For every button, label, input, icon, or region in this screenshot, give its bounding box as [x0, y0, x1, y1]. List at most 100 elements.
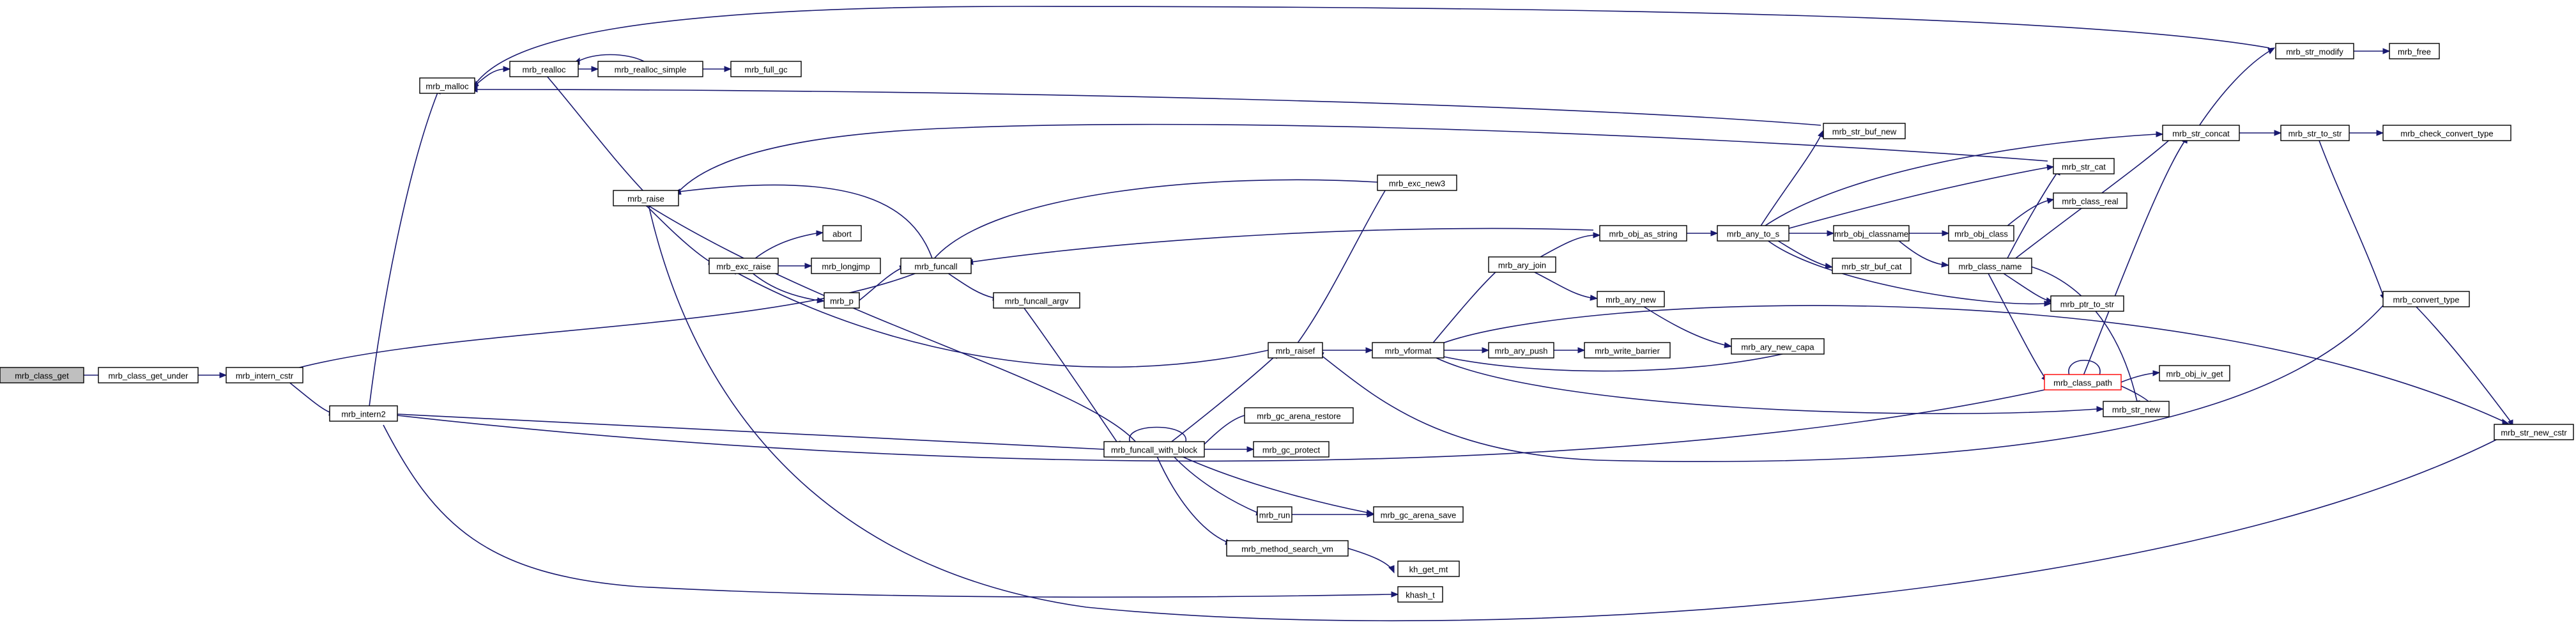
node-ptr-to-str[interactable]: mrb_ptr_to_str [2050, 295, 2124, 312]
node-ary-new-capa[interactable]: mrb_ary_new_capa [1731, 338, 1825, 355]
edge [1156, 454, 1227, 543]
node-class-get-under[interactable]: mrb_class_get_under [98, 367, 199, 383]
arrowhead [1724, 342, 1733, 348]
edge [932, 179, 1378, 261]
edge [1430, 355, 2097, 414]
node-box [2280, 125, 2350, 141]
node-label: mrb_ary_new_capa [1741, 343, 1814, 352]
node-label: mrb_raise [627, 194, 664, 204]
node-str-concat[interactable]: mrb_str_concat [2162, 125, 2240, 141]
node-realloc-simple[interactable]: mrb_realloc_simple [597, 61, 703, 77]
node-ary-join[interactable]: mrb_ary_join [1488, 256, 1556, 273]
node-label: mrb_funcall_argv [1005, 297, 1069, 306]
node-str-new[interactable]: mrb_str_new [2103, 401, 2170, 417]
node-realloc[interactable]: mrb_realloc [509, 61, 579, 77]
node-class-get[interactable]: mrb_class_get [0, 367, 84, 383]
node-method-search-vm[interactable]: mrb_method_search_vm [1226, 540, 1349, 557]
node-box [597, 61, 703, 77]
arrowhead [2046, 197, 2055, 204]
node-khash-t[interactable]: khash_t [1397, 586, 1443, 603]
node-box [1823, 123, 1906, 139]
arrowhead [1827, 230, 1835, 236]
node-str-modify[interactable]: mrb_str_modify [2275, 43, 2354, 59]
node-box [1268, 342, 1323, 359]
node-box [2159, 365, 2230, 382]
arrowhead [503, 66, 511, 72]
node-box [1372, 342, 1445, 359]
node-box [613, 190, 679, 206]
node-intern2[interactable]: mrb_intern2 [329, 405, 398, 422]
node-box [2275, 43, 2354, 59]
node-gc-arena-restore[interactable]: mrb_gc_arena_restore [1244, 407, 1354, 424]
node-obj-classname[interactable]: mrb_obj_classname [1833, 225, 1910, 242]
node-exc-raise[interactable]: mrb_exc_raise [709, 258, 779, 274]
node-funcall-argv[interactable]: mrb_funcall_argv [993, 292, 1080, 309]
node-str-buf-cat[interactable]: mrb_str_buf_cat [1832, 258, 1912, 274]
node-str-buf-new[interactable]: mrb_str_buf_new [1823, 123, 1906, 139]
node-gc-arena-save[interactable]: mrb_gc_arena_save [1373, 506, 1464, 523]
edge [1766, 239, 2045, 305]
node-funcall[interactable]: mrb_funcall [900, 258, 972, 274]
edge [1641, 305, 1726, 346]
node-obj-as-string[interactable]: mrb_obj_as_string [1599, 225, 1687, 242]
node-ary-push[interactable]: mrb_ary_push [1488, 342, 1554, 359]
arrowhead [2274, 130, 2282, 136]
node-kh-get-mt[interactable]: kh_get_mt [1397, 561, 1460, 577]
node-str-to-str[interactable]: mrb_str_to_str [2280, 125, 2350, 141]
node-class-real[interactable]: mrb_class_real [2053, 192, 2128, 209]
node-obj-class[interactable]: mrb_obj_class [1948, 225, 2014, 242]
arrowhead [816, 297, 825, 304]
node-box [509, 61, 579, 77]
node-funcall-with-block[interactable]: mrb_funcall_with_block [1103, 441, 1205, 458]
node-label: mrb_full_gc [744, 65, 788, 75]
node-write-barrier[interactable]: mrb_write_barrier [1584, 342, 1671, 359]
node-box [2382, 125, 2511, 141]
edge [646, 204, 1138, 444]
node-intern-cstr[interactable]: mrb_intern_cstr [226, 367, 303, 383]
node-longjmp[interactable]: mrb_longjmp [811, 258, 881, 274]
node-exc-new3[interactable]: mrb_exc_new3 [1377, 174, 1457, 191]
node-class-path[interactable]: mrb_class_path [2044, 374, 2122, 390]
node-check-convert-type[interactable]: mrb_check_convert_type [2382, 125, 2511, 141]
edge [2005, 200, 2048, 228]
node-free[interactable]: mrb_free [2389, 43, 2440, 59]
node-abort[interactable]: abort [822, 225, 862, 242]
node-p[interactable]: mrb_p [824, 292, 860, 309]
node-raise[interactable]: mrb_raise [613, 190, 679, 206]
node-box [993, 292, 1080, 309]
arrowhead [1388, 565, 1395, 574]
arrowhead [1710, 230, 1719, 236]
node-run[interactable]: mrb_run [1257, 506, 1292, 523]
node-box [2053, 158, 2115, 174]
node-vformat[interactable]: mrb_vformat [1372, 342, 1445, 359]
node-str-cat[interactable]: mrb_str_cat [2053, 158, 2115, 174]
node-box [329, 405, 398, 422]
node-any-to-s[interactable]: mrb_any_to_s [1717, 225, 1790, 242]
edge [1296, 188, 1387, 344]
node-raisef[interactable]: mrb_raisef [1268, 342, 1323, 359]
arrowhead [2376, 130, 2384, 136]
edge [1986, 270, 2045, 378]
node-convert-type[interactable]: mrb_convert_type [2382, 291, 2470, 307]
graph-edges [84, 6, 2511, 622]
node-malloc[interactable]: mrb_malloc [419, 77, 475, 94]
node-str-new-cstr[interactable]: mrb_str_new_cstr [2494, 424, 2574, 440]
arrowhead [816, 230, 824, 236]
edge [1759, 135, 1821, 228]
node-gc-protect[interactable]: mrb_gc_protect [1253, 441, 1330, 458]
arrowhead [219, 372, 227, 378]
node-label: mrb_realloc_simple [615, 65, 687, 75]
node-ary-new[interactable]: mrb_ary_new [1597, 291, 1665, 307]
node-label: kh_get_mt [1409, 565, 1448, 575]
node-full-gc[interactable]: mrb_full_gc [730, 61, 802, 77]
edge [1437, 305, 2505, 422]
node-box [1253, 441, 1330, 458]
node-label: mrb_ary_new [1606, 295, 1656, 305]
node-box [226, 367, 303, 383]
node-obj-iv-get[interactable]: mrb_obj_iv_get [2159, 365, 2230, 382]
edge [474, 68, 504, 86]
edge [1535, 235, 1594, 260]
edge [945, 271, 994, 298]
edge [645, 204, 711, 263]
node-class-name[interactable]: mrb_class_name [1948, 258, 2032, 274]
